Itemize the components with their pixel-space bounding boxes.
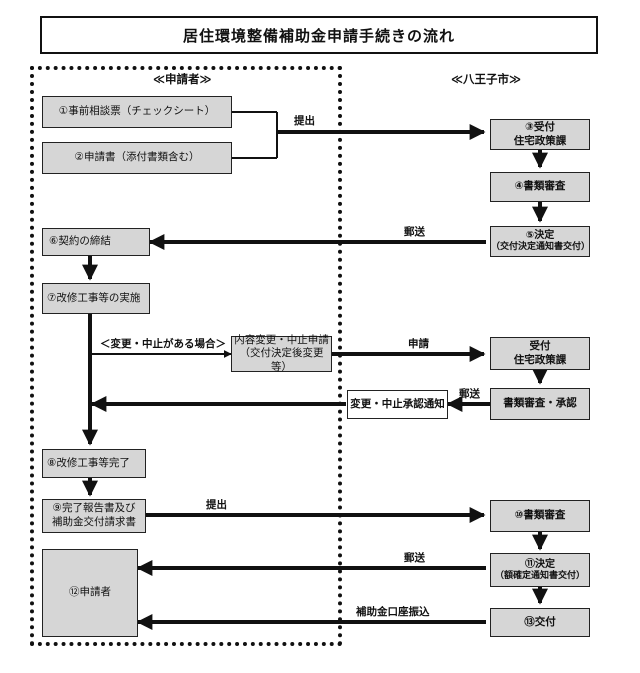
box-document-review-1: ④書類審査 xyxy=(490,172,590,202)
grant-decision-line2: （交付決定通知書交付） xyxy=(491,242,591,253)
box-application-form: ②申請書（添付書類含む） xyxy=(42,142,232,174)
label-payment: 補助金口座振込 xyxy=(356,606,430,618)
box-work-completed: ⑧改修工事等完了 xyxy=(42,449,146,478)
change-request-line1: 内容変更・中止申請 xyxy=(234,333,329,346)
label-apply: 申請 xyxy=(408,338,429,350)
amount-decision-line2: （額確定通知書交付） xyxy=(494,570,585,581)
box-grant-decision: ⑤決定 （交付決定通知書交付） xyxy=(490,226,590,257)
label-submit-1: 提出 xyxy=(294,115,315,127)
reception-2-line1: 受付 xyxy=(529,339,551,352)
amount-decision-line1: ⑪決定 xyxy=(525,558,555,570)
box-payment: ⑬交付 xyxy=(490,608,590,637)
box-reception-1: ③受付 住宅政策課 xyxy=(490,119,590,150)
box-reception-2: 受付 住宅政策課 xyxy=(490,337,590,370)
box-renovation-work: ⑦改修工事等の実施 xyxy=(42,283,150,314)
box-approval-notice: 変更・中止承認通知 xyxy=(347,390,448,419)
merge-bracket xyxy=(232,111,278,159)
reception-1-line2: 住宅政策課 xyxy=(513,134,567,147)
box-review-approval: 書類審査・承認 xyxy=(490,388,590,420)
completion-report-line2: 補助金交付請求書 xyxy=(52,516,136,528)
grant-decision-line1: ⑤決定 xyxy=(525,230,555,242)
city-header: ≪八王子市≫ xyxy=(451,72,522,86)
page-title: 居住環境整備補助金申請手続きの流れ xyxy=(40,16,598,54)
label-submit-2: 提出 xyxy=(206,499,227,511)
reception-1-line1: ③受付 xyxy=(525,120,555,133)
completion-report-line1: ⑨完了報告書及び xyxy=(52,502,136,515)
box-document-review-2: ⑩書類審査 xyxy=(490,500,590,532)
label-mail-1: 郵送 xyxy=(404,226,425,238)
box-applicant-final: ⑫申請者 xyxy=(42,549,138,637)
change-request-line2: （交付決定後変更等） xyxy=(239,347,324,373)
label-mail-3: 郵送 xyxy=(404,552,425,564)
applicant-header: ≪申請者≫ xyxy=(153,72,212,86)
box-completion-report: ⑨完了報告書及び 補助金交付請求書 xyxy=(42,499,146,533)
label-mail-2: 郵送 xyxy=(459,388,480,400)
reception-2-line2: 住宅政策課 xyxy=(513,353,567,366)
box-change-request: 内容変更・中止申請 （交付決定後変更等） xyxy=(231,333,332,373)
box-amount-decision: ⑪決定 （額確定通知書交付） xyxy=(490,553,590,587)
box-contract: ⑥契約の締結 xyxy=(42,228,150,256)
label-change-case: ＜変更・中止がある場合＞ xyxy=(100,338,226,350)
box-pre-consultation: ①事前相談票（チェックシート） xyxy=(42,96,232,128)
